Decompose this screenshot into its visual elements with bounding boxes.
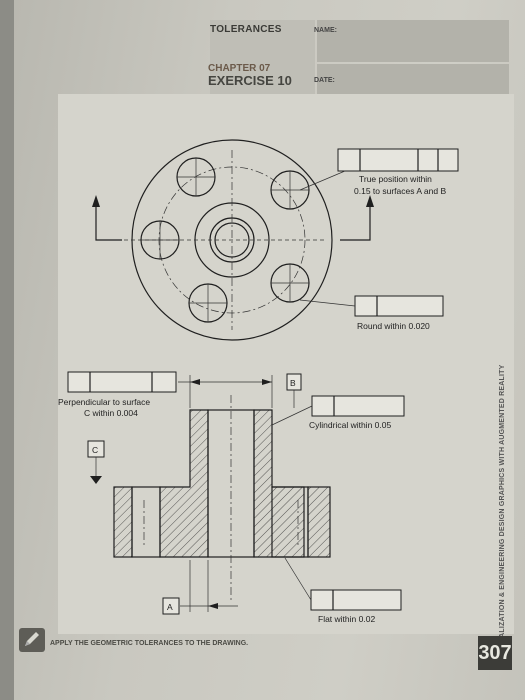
fcf-cylindrical [271, 395, 405, 426]
top-view [92, 139, 374, 341]
note-perpendicular-1: Perpendicular to surface [58, 397, 150, 407]
name-label: NAME: [314, 27, 337, 34]
fcf-flat [284, 557, 402, 611]
footer-instruction: APPLY THE GEOMETRIC TOLERANCES TO THE DR… [50, 640, 249, 647]
note-flat: Flat within 0.02 [318, 614, 375, 624]
note-cylindrical: Cylindrical within 0.05 [309, 420, 391, 430]
front-view [113, 375, 331, 612]
note-perpendicular-2: C within 0.004 [84, 408, 138, 418]
side-banner-text: VISUALIZATION & ENGINEERING DESIGN GRAPH… [499, 364, 506, 656]
fcf-round [299, 295, 444, 317]
worksheet-title: TOLERANCES [210, 24, 282, 35]
bolt-holes [140, 157, 310, 323]
date-label: DATE: [314, 77, 335, 84]
datum-b-letter: B [290, 378, 296, 388]
note-true-position-2: 0.15 to surfaces A and B [354, 186, 446, 196]
datum-b [286, 373, 302, 408]
name-field[interactable] [317, 20, 509, 62]
datum-c-letter: C [92, 445, 98, 455]
datum-c [87, 440, 105, 484]
note-round: Round within 0.020 [357, 321, 430, 331]
datum-a [162, 597, 180, 615]
chapter-label: CHAPTER 07 [208, 63, 271, 74]
header-title-panel [210, 20, 315, 106]
fcf-true-position [299, 148, 459, 191]
datum-a-letter: A [167, 602, 173, 612]
page-number: 307 [478, 636, 512, 670]
note-true-position-1: True position within [359, 174, 432, 184]
side-banner: VISUALIZATION & ENGINEERING DESIGN GRAPH… [499, 355, 523, 656]
pencil-icon [19, 628, 45, 652]
fcf-perpendicular [67, 371, 177, 393]
exercise-label: EXERCISE 10 [208, 73, 292, 88]
